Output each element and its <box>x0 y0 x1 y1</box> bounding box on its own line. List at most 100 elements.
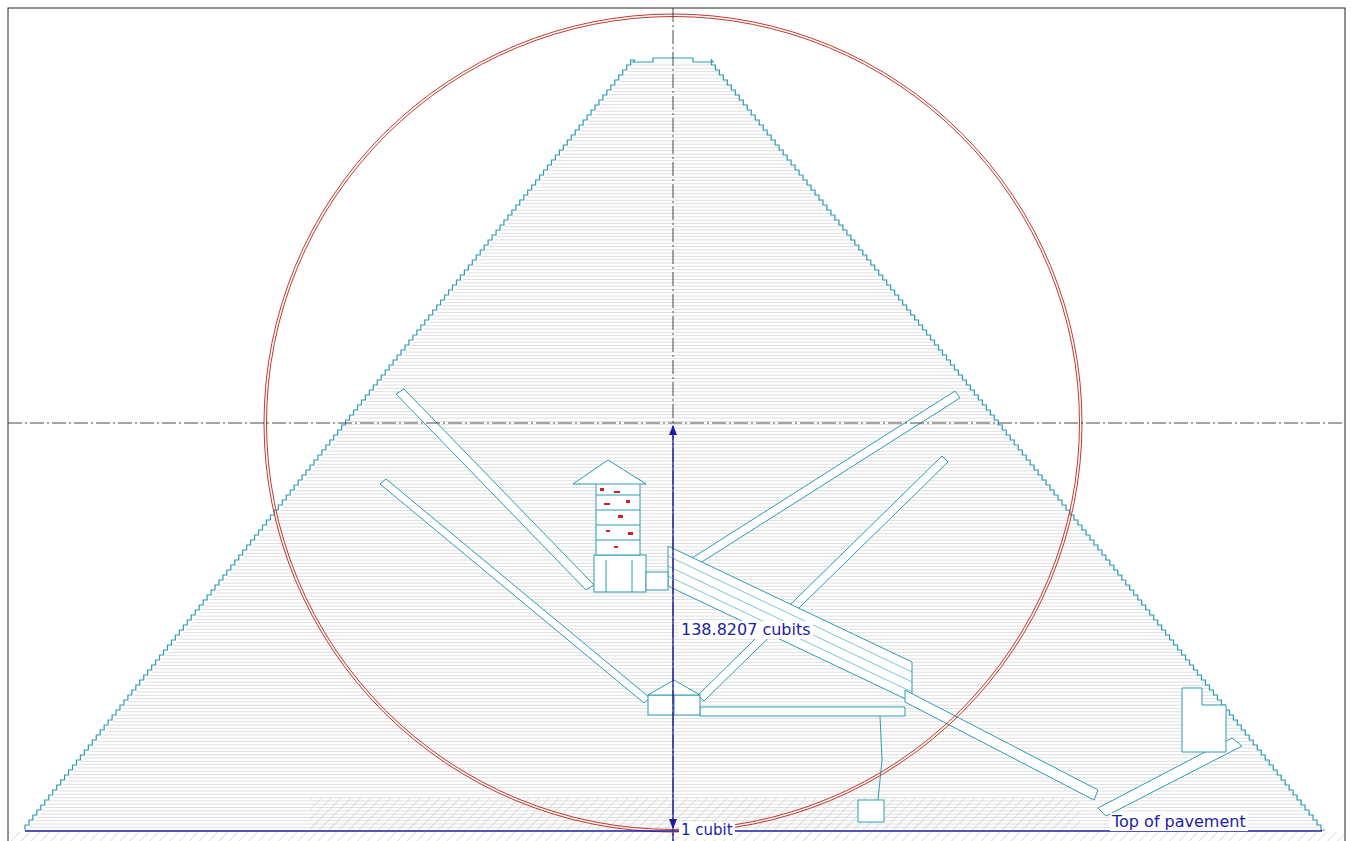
cubit-tick <box>672 833 673 841</box>
course-line <box>384 378 963 379</box>
course-line <box>113 721 1237 722</box>
course-line <box>627 71 718 72</box>
course-line <box>165 655 1184 656</box>
course-line <box>418 335 929 336</box>
course-line <box>204 606 1144 607</box>
course-line <box>450 296 898 297</box>
course-line <box>58 791 1292 792</box>
lower-chamber-gable <box>648 680 700 695</box>
course-line <box>452 292 894 293</box>
course-line <box>609 94 737 95</box>
course-line <box>296 490 1053 491</box>
gallery-line <box>668 576 912 692</box>
relieving-gable <box>573 460 646 484</box>
course-line <box>324 454 1023 455</box>
course-line <box>471 269 877 270</box>
course-line <box>468 272 879 273</box>
course-line <box>366 401 981 402</box>
course-line <box>53 797 1298 798</box>
course-line <box>267 527 1082 528</box>
dimension-label: 1 cubit <box>679 822 735 839</box>
course-line <box>484 253 864 254</box>
course-line <box>335 441 1013 442</box>
course-line <box>254 543 1095 544</box>
course-line <box>489 246 858 247</box>
course-line <box>455 289 892 290</box>
course-line <box>492 243 856 244</box>
course-line <box>434 315 913 316</box>
relieving-chambers <box>596 480 640 555</box>
course-line <box>92 748 1258 749</box>
relieving-floor <box>596 495 640 496</box>
dimension-arrow <box>672 426 673 828</box>
course-line <box>209 599 1139 600</box>
course-line <box>350 421 997 422</box>
course-line <box>84 758 1266 759</box>
course-line <box>578 134 769 135</box>
course-line <box>377 388 972 389</box>
north-shaft-lower <box>380 479 650 703</box>
course-line <box>421 332 926 333</box>
course-line <box>264 530 1084 531</box>
course-line <box>473 266 874 267</box>
course-line <box>94 744 1255 745</box>
course-line <box>194 619 1155 620</box>
course-line <box>369 398 979 399</box>
course-line <box>207 602 1142 603</box>
course-line <box>390 371 958 372</box>
course-line <box>280 510 1068 511</box>
course-line <box>160 662 1190 663</box>
course-line <box>481 256 866 257</box>
course-line <box>429 322 919 323</box>
course-line <box>575 137 771 138</box>
course-line <box>277 513 1071 514</box>
course-line <box>557 160 790 161</box>
course-line <box>256 540 1092 541</box>
course-line <box>178 639 1171 640</box>
course-line <box>285 503 1063 504</box>
course-line <box>442 305 905 306</box>
course-line <box>526 200 822 201</box>
course-line <box>445 302 903 303</box>
course-line <box>71 774 1279 775</box>
course-line <box>400 358 947 359</box>
course-line <box>66 781 1284 782</box>
relieving-floor <box>596 525 640 526</box>
course-line <box>152 672 1197 673</box>
chamber-block <box>632 560 633 592</box>
course-line <box>458 286 890 287</box>
course-line <box>275 517 1074 518</box>
course-line <box>89 751 1260 752</box>
course-line <box>60 787 1289 788</box>
grotto <box>858 800 884 822</box>
course-line <box>87 754 1263 755</box>
masonry-courses <box>29 65 1321 827</box>
antechamber <box>646 572 668 590</box>
course-line <box>322 457 1027 458</box>
course-line <box>183 632 1165 633</box>
vertical-axis <box>673 8 674 841</box>
course-line <box>439 309 908 310</box>
gallery-line <box>668 556 912 672</box>
course-line <box>332 444 1016 445</box>
course-line <box>408 348 940 349</box>
course-line <box>55 794 1294 795</box>
course-line <box>186 629 1163 630</box>
upper-chamber <box>594 555 646 592</box>
course-line <box>356 414 992 415</box>
course-line <box>465 276 881 277</box>
course-line <box>115 718 1234 719</box>
course-line <box>314 467 1034 468</box>
course-line <box>251 546 1097 547</box>
course-line <box>319 461 1029 462</box>
course-line <box>212 596 1137 597</box>
horizontal-passage <box>700 707 905 716</box>
frame <box>8 8 1345 841</box>
horizontal-axis <box>8 423 1345 424</box>
course-line <box>301 484 1048 485</box>
course-line <box>79 764 1271 765</box>
course-line <box>437 312 911 313</box>
pyramid-outline <box>25 58 1325 830</box>
